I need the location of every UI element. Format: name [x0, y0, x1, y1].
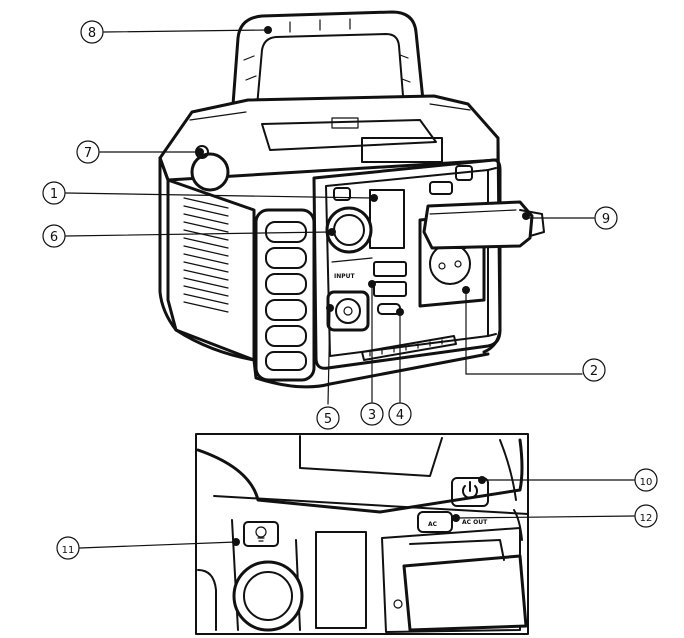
ac-button-label: AC — [428, 521, 438, 528]
ac-button-small[interactable] — [429, 181, 453, 195]
svg-text:7: 7 — [84, 146, 92, 161]
ac-out-label: AC OUT — [462, 519, 488, 526]
usb-a-port-2[interactable] — [373, 281, 407, 297]
svg-text:11: 11 — [62, 545, 75, 556]
unit-front: INPUT — [312, 158, 502, 370]
leader-lines — [65, 26, 635, 549]
svg-text:8: 8 — [88, 26, 96, 41]
svg-text:9: 9 — [602, 212, 610, 227]
dc-input-port[interactable] — [326, 290, 370, 332]
lcd-display-closeup — [315, 531, 367, 629]
callout-8: 8 — [80, 20, 104, 44]
unit-right-side — [482, 136, 502, 354]
unit-bottom — [174, 328, 490, 389]
svg-text:4: 4 — [396, 408, 404, 423]
light-grip-panel — [254, 208, 316, 382]
callout-1: 1 — [42, 181, 66, 205]
side-vents — [183, 197, 229, 313]
unit-top — [158, 94, 500, 182]
top-light-knob — [190, 145, 230, 192]
callout-4: 4 — [388, 402, 412, 426]
svg-text:3: 3 — [368, 408, 376, 423]
svg-text:12: 12 — [640, 513, 653, 524]
usb-a-port-1[interactable] — [373, 261, 407, 277]
callout-11: 11 — [56, 536, 80, 560]
power-button[interactable] — [451, 477, 489, 507]
input-label: INPUT — [334, 273, 356, 280]
svg-text:2: 2 — [590, 364, 598, 379]
callout-6: 6 — [42, 224, 66, 248]
power-station-main-view: INPUT — [158, 10, 545, 389]
ac-plug-cover — [422, 200, 545, 250]
callout-markers: 8 7 1 6 9 2 5 3 — [42, 20, 658, 560]
ac-button[interactable] — [417, 511, 453, 533]
svg-text:10: 10 — [640, 477, 653, 488]
callout-12: 12 — [634, 504, 658, 528]
callout-3: 3 — [360, 402, 384, 426]
svg-text:1: 1 — [50, 187, 58, 202]
power-button-small[interactable] — [455, 165, 473, 181]
callout-5: 5 — [316, 406, 340, 430]
callout-7: 7 — [76, 140, 100, 164]
lcd-display — [369, 189, 405, 249]
callout-2: 2 — [582, 358, 606, 382]
power-icon — [462, 481, 478, 499]
svg-text:5: 5 — [324, 412, 332, 427]
callout-10: 10 — [634, 468, 658, 492]
light-button[interactable] — [243, 521, 279, 547]
svg-text:6: 6 — [50, 230, 58, 245]
light-button-small[interactable] — [333, 187, 351, 201]
lightbulb-icon — [255, 526, 267, 542]
callout-9: 9 — [594, 206, 618, 230]
inset-closeup: AC AC OUT — [195, 433, 529, 635]
ac-plug-closeup — [402, 554, 528, 632]
